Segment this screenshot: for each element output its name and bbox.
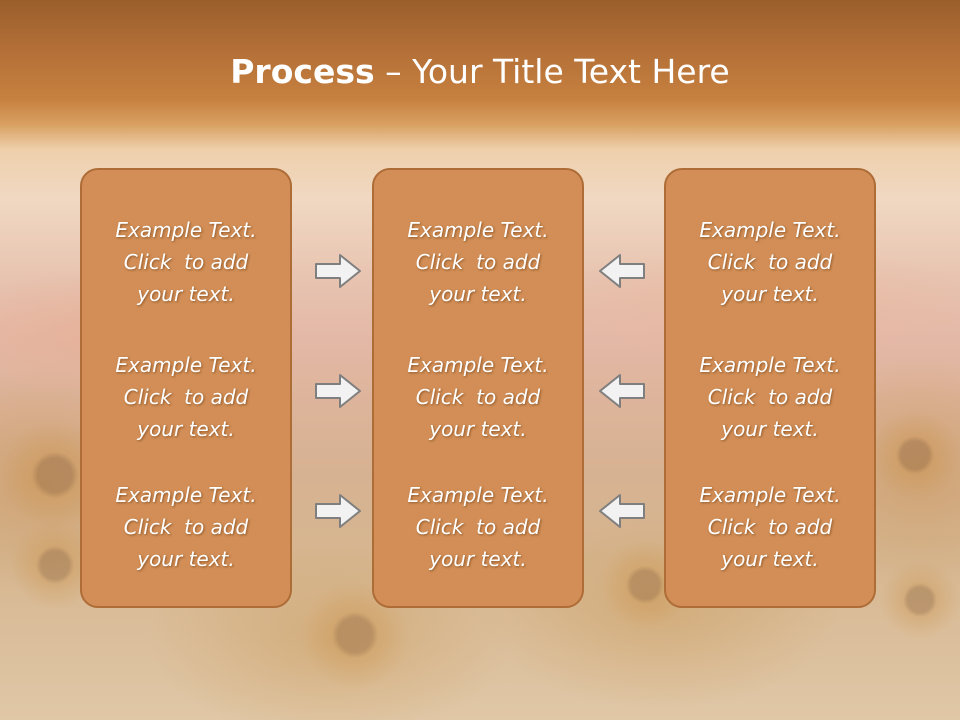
process-box-left[interactable]: Example Text. Click to add your text. Ex…: [80, 168, 292, 608]
title-bold: Process: [230, 52, 375, 91]
arrow-right-icon: [315, 494, 361, 528]
box-text[interactable]: Example Text. Click to add your text.: [407, 483, 549, 571]
box-text[interactable]: Example Text. Click to add your text.: [699, 353, 841, 441]
box-text[interactable]: Example Text. Click to add your text.: [115, 218, 257, 306]
box-text[interactable]: Example Text. Click to add your text.: [115, 483, 257, 571]
arrow-left-icon: [599, 494, 645, 528]
process-box-middle[interactable]: Example Text. Click to add your text. Ex…: [372, 168, 584, 608]
arrow-left-icon: [599, 374, 645, 408]
process-box-right[interactable]: Example Text. Click to add your text. Ex…: [664, 168, 876, 608]
box-text[interactable]: Example Text. Click to add your text.: [699, 483, 841, 571]
sunflower-decoration: [880, 560, 960, 640]
title-rest: – Your Title Text Here: [374, 52, 730, 91]
box-text[interactable]: Example Text. Click to add your text.: [407, 218, 549, 306]
box-text[interactable]: Example Text. Click to add your text.: [115, 353, 257, 441]
arrow-right-icon: [315, 374, 361, 408]
box-text[interactable]: Example Text. Click to add your text.: [407, 353, 549, 441]
box-text[interactable]: Example Text. Click to add your text.: [699, 218, 841, 306]
slide-title[interactable]: Process – Your Title Text Here: [0, 52, 960, 91]
sunflower-decoration: [870, 410, 960, 500]
arrow-right-icon: [315, 254, 361, 288]
arrow-left-icon: [599, 254, 645, 288]
